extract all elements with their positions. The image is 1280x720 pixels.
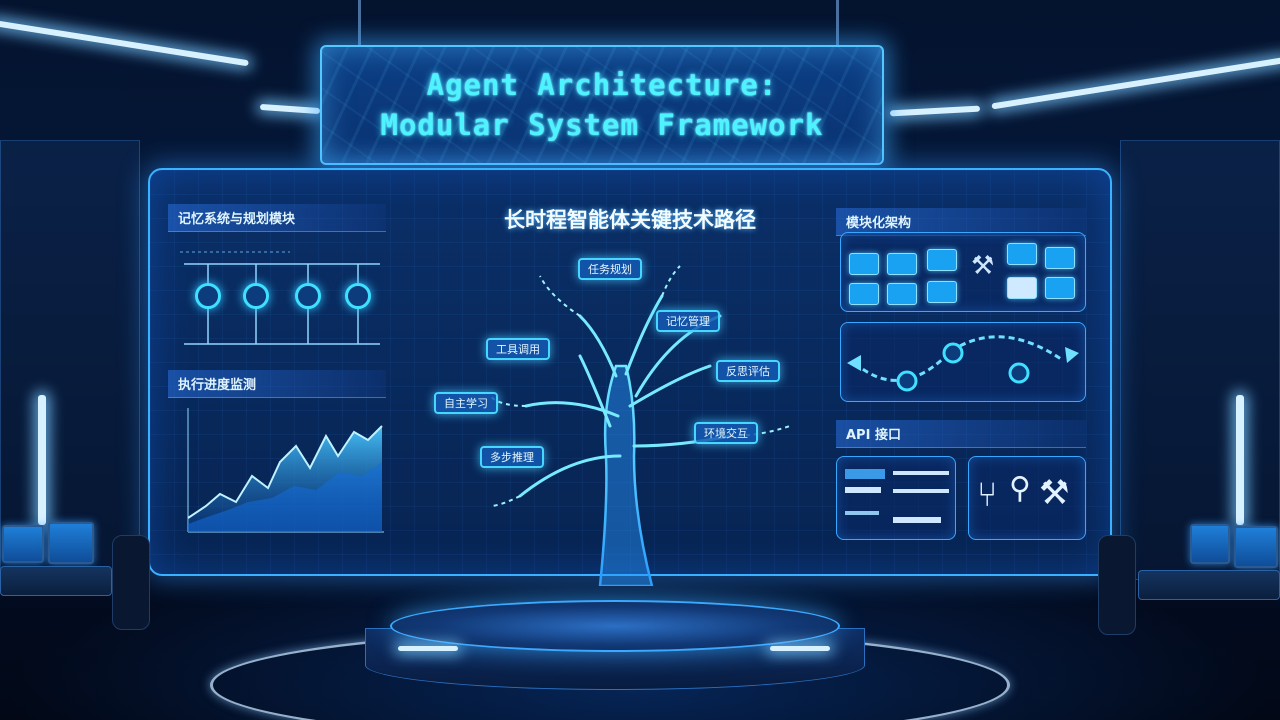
chain-link-icon [847, 335, 1079, 392]
center-title: 长时程智能体关键技术路径 [504, 208, 756, 232]
tree-branch-label: 环境交互 [694, 422, 758, 444]
module-box [1045, 247, 1075, 269]
holographic-tree [489, 265, 791, 586]
pedestal-light-right [770, 646, 830, 651]
chain-panel [840, 322, 1086, 402]
title-sign: Agent Architecture: Modular System Frame… [320, 45, 884, 165]
left-top-panel-title: 记忆系统与规划模块 [168, 204, 386, 232]
module-box [1007, 243, 1037, 265]
api-row [893, 471, 949, 475]
module-box [887, 283, 917, 305]
pedestal-top [390, 600, 840, 652]
module-box [849, 253, 879, 275]
right-top-panel-title: 模块化架构 [836, 208, 1086, 236]
memory-node-4 [345, 283, 371, 309]
memory-node-1 [195, 283, 221, 309]
module-box [1045, 277, 1075, 299]
sign-hanger-right [836, 0, 839, 46]
tree-branch-label: 工具调用 [486, 338, 550, 360]
wall-panel-right [1120, 140, 1280, 580]
workstation-monitor-right-1 [1190, 524, 1230, 564]
module-box [1007, 277, 1037, 299]
workstation-chair-right [1098, 535, 1136, 635]
api-row [893, 517, 941, 523]
wall-light-right [1236, 395, 1244, 525]
tree-branch-label: 任务规划 [578, 258, 642, 280]
api-row [845, 469, 885, 479]
wrench-icon: ⚒ [971, 251, 995, 281]
wall-panel-left [0, 140, 140, 580]
workstation-desk-left [0, 566, 112, 596]
tree-branch-label: 记忆管理 [656, 310, 720, 332]
fork-icon: ⑂ [977, 475, 998, 515]
module-box [887, 253, 917, 275]
module-box [849, 283, 879, 305]
left-bottom-panel-title: 执行进度监测 [168, 370, 386, 398]
workstation-monitor-left-1 [2, 525, 44, 563]
module-grid-panel: ⚒ [840, 232, 1086, 312]
workstation-monitor-right-2 [1234, 526, 1278, 568]
tool-icons-panel: ⑂ ⚲ ⚒ [968, 456, 1086, 540]
sign-hanger-left [358, 0, 361, 46]
screwdriver-icon: ⚲ [1009, 471, 1031, 506]
pedestal-light-left [398, 646, 458, 651]
api-row [893, 489, 949, 493]
tree-branch-label: 反思评估 [716, 360, 780, 382]
memory-node-2 [243, 283, 269, 309]
workstation-monitor-left-2 [48, 522, 94, 564]
title-line-2: Modular System Framework [380, 108, 824, 142]
api-row [845, 511, 879, 515]
memory-node-3 [295, 283, 321, 309]
workstation-desk-right [1138, 570, 1280, 600]
right-bottom-panel-title: API 接口 [836, 420, 1086, 448]
holographic-screen: 记忆系统与规划模块 执行进度监测 长时程智能体关键技术路径 模块化架构 [148, 168, 1112, 586]
module-box [927, 249, 957, 271]
spanner-icon: ⚒ [1039, 473, 1070, 513]
workstation-chair-left [112, 535, 150, 630]
module-box [927, 281, 957, 303]
api-list-panel [836, 456, 956, 540]
api-row [845, 487, 881, 493]
progress-area-chart [187, 408, 384, 533]
wall-light-left [38, 395, 46, 525]
title-line-1: Agent Architecture: [426, 68, 778, 102]
tree-branch-label: 自主学习 [434, 392, 498, 414]
tree-branch-label: 多步推理 [480, 446, 544, 468]
